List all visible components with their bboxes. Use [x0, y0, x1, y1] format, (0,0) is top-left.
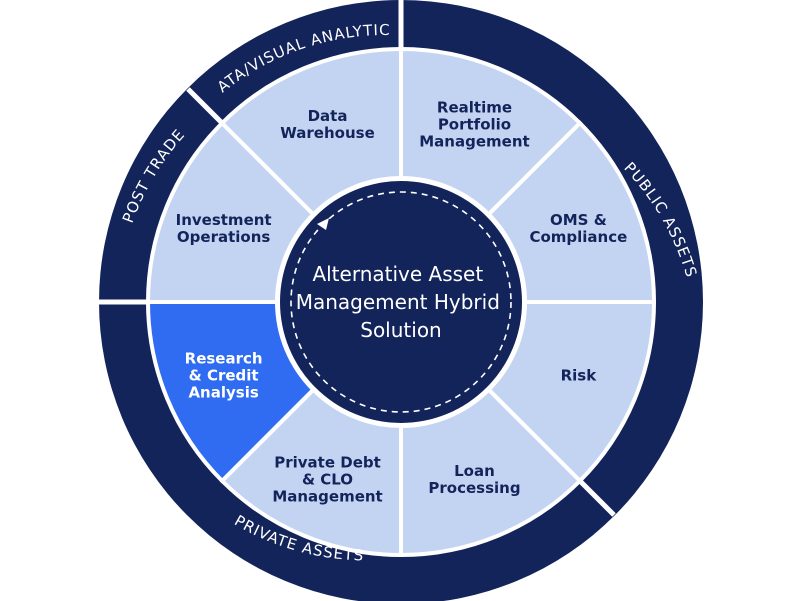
segment-label-line: Analysis	[188, 383, 258, 401]
segment-label-line: Loan	[454, 462, 495, 480]
segment-label-line: & CLO	[302, 470, 353, 488]
center-hub	[280, 181, 522, 423]
segment-label-line: Research	[185, 349, 263, 367]
segment-label-line: Investment	[176, 211, 272, 229]
segment-label-line: Warehouse	[280, 124, 374, 142]
divider-lower-right	[577, 478, 616, 517]
center-dashed-cycle	[290, 191, 512, 413]
segment-label-2: Risk	[561, 366, 598, 384]
center-title: Alternative Asset Management Hybrid Solu…	[296, 262, 507, 342]
outer-ring-dividers	[99, 0, 616, 517]
segment-label-line: Data	[308, 107, 348, 125]
segment-label-line: Realtime	[437, 99, 512, 117]
segment-label-line: Compliance	[529, 228, 627, 246]
segment-label-line: Operations	[177, 228, 270, 246]
segment-label-line: & Credit	[189, 366, 259, 384]
center-title-line-3: Solution	[360, 318, 441, 342]
segment-label-line: Management	[419, 133, 529, 151]
segment-label-line: Processing	[428, 479, 520, 497]
center-title-line-2: Management Hybrid	[296, 290, 500, 314]
segment-label-line: OMS &	[550, 211, 607, 229]
segment-label-line: Portfolio	[438, 116, 511, 134]
segment-label-1: OMS &Compliance	[529, 211, 627, 246]
segment-label-line: Private Debt	[274, 453, 381, 471]
cycle-arrow-icon	[317, 218, 329, 230]
segment-label-line: Management	[272, 487, 382, 505]
divider-upper-left	[186, 87, 225, 126]
center-title-line-1: Alternative Asset	[312, 262, 483, 286]
segment-label-line: Risk	[561, 366, 598, 384]
